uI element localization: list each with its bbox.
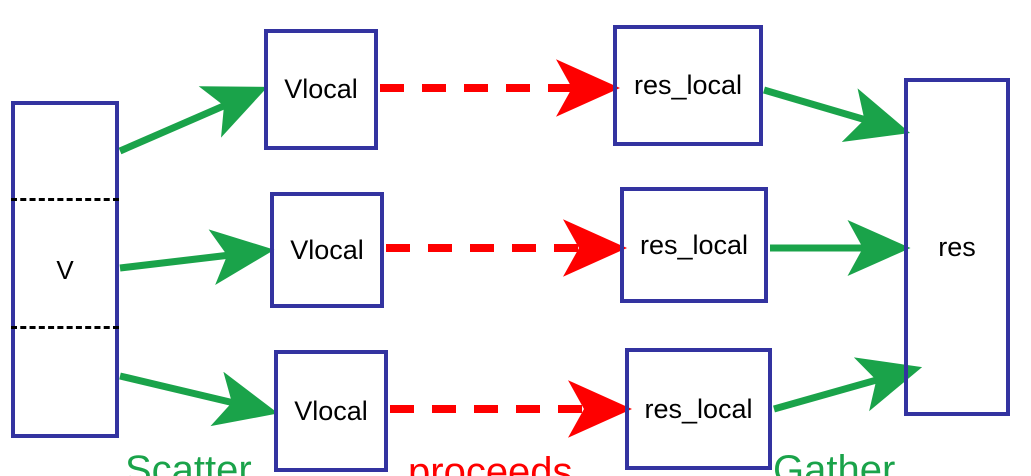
res-local-box-2[interactable]: res_local bbox=[620, 187, 768, 303]
gather-arrow-3 bbox=[773, 357, 923, 413]
scatter-arrow-2 bbox=[119, 229, 275, 285]
res-local-box-3[interactable]: res_local bbox=[625, 348, 772, 470]
vlocal-label-2: Vlocal bbox=[290, 234, 364, 265]
gather-arrow-1 bbox=[763, 86, 911, 143]
res-local-label-2: res_local bbox=[639, 229, 749, 260]
vlocal-label-3: Vlocal bbox=[294, 395, 368, 426]
result-vector-label: res bbox=[938, 231, 976, 262]
vlocal-box-3[interactable]: Vlocal bbox=[274, 350, 388, 472]
vlocal-box-2[interactable]: Vlocal bbox=[270, 192, 384, 308]
res-local-box-1[interactable]: res_local bbox=[613, 25, 763, 146]
source-vector-box[interactable]: V bbox=[11, 101, 119, 438]
res-local-label-1: res_local bbox=[633, 70, 743, 100]
result-vector-box[interactable]: res bbox=[904, 78, 1010, 416]
res-local-label-3: res_local bbox=[644, 393, 753, 424]
caption-gather: Gather bbox=[773, 448, 896, 476]
caption-scatter: Scatter bbox=[125, 448, 252, 476]
partition-divider-2 bbox=[11, 326, 119, 329]
scatter-arrow-1 bbox=[118, 86, 268, 155]
source-vector-label: V bbox=[56, 254, 74, 285]
partition-divider-1 bbox=[11, 198, 119, 201]
scatter-arrow-3 bbox=[119, 371, 279, 427]
caption-proceeds: proceeds bbox=[408, 450, 573, 476]
vlocal-label-1: Vlocal bbox=[284, 74, 358, 104]
vlocal-box-1[interactable]: Vlocal bbox=[264, 29, 378, 150]
